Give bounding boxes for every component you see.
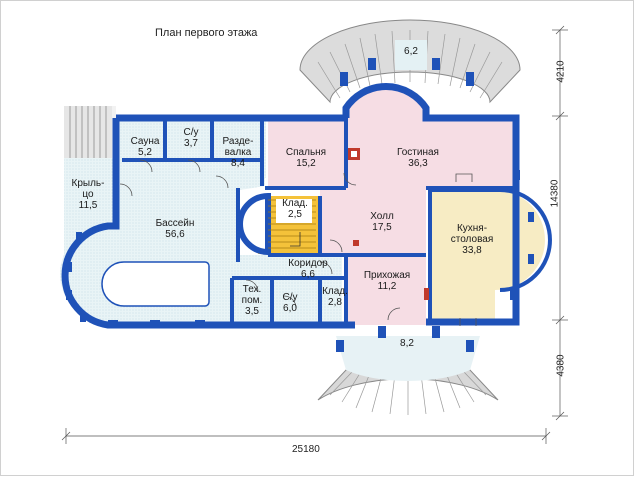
dimension-width: 25180: [292, 444, 320, 455]
room-area: 11,5: [78, 200, 98, 211]
room-hall: Холл 17,5: [358, 211, 406, 233]
room-name: Холл: [370, 211, 394, 222]
terrace-top-area: 6,2: [396, 46, 426, 57]
room-name: Сауна: [130, 136, 160, 147]
bedroom-floor: [268, 118, 346, 188]
room-pool: Бассейн 56,6: [140, 218, 210, 240]
spiral-stair: [237, 192, 320, 256]
room-area: 15,2: [296, 158, 316, 169]
door-swings: [119, 159, 401, 321]
room-name: Бассейн: [155, 218, 195, 229]
room-area: 11,2: [377, 281, 397, 292]
partitions: [122, 118, 552, 325]
room-name: пом.: [241, 295, 263, 306]
room-wc-2: С/у 6,0: [275, 292, 305, 314]
room-name: Спальня: [285, 147, 327, 158]
room-changing: Разде- валка 8,4: [216, 136, 260, 169]
room-name: Гостиная: [397, 147, 439, 158]
kitchen-floor: [430, 190, 545, 322]
room-entrance: Прихожая 11,2: [352, 270, 422, 292]
room-area: 8,4: [231, 158, 245, 169]
dimension-depth: 14380: [549, 179, 561, 208]
room-name: Тех.: [242, 284, 262, 295]
bottom-porch: [317, 336, 499, 415]
walls: [61, 83, 520, 329]
room-living: Гостиная 36,3: [378, 147, 458, 169]
room-name: Клад.: [322, 286, 348, 297]
room-wc-1: С/у 3,7: [174, 127, 208, 149]
room-storage-2: Клад. 2,8: [322, 286, 348, 308]
room-area: 56,6: [165, 229, 185, 240]
dimension-lines: [61, 25, 568, 444]
room-sauna: Сауна 5,2: [128, 136, 162, 158]
dimension-top: 4210: [555, 60, 567, 83]
room-name: Клад.: [282, 198, 308, 209]
room-kitchen: Кухня- столовая 33,8: [434, 223, 510, 256]
room-name: цо: [82, 189, 94, 200]
room-name: С/у: [282, 292, 298, 303]
room-bedroom: Спальня 15,2: [280, 147, 332, 169]
left-porch: [64, 106, 116, 256]
fireplace: [348, 148, 429, 300]
room-name: валка: [224, 147, 252, 158]
room-storage-1: Клад. 2,5: [276, 198, 314, 220]
room-area: 2,8: [328, 297, 342, 308]
plan-title: План первого этажа: [155, 27, 258, 39]
room-area: 36,3: [408, 158, 428, 169]
room-area: 17,5: [372, 222, 392, 233]
room-area: 6,6: [301, 269, 315, 280]
pool-basin: [101, 261, 210, 307]
room-name: Коридор: [288, 258, 328, 269]
room-area: 33,8: [462, 245, 482, 256]
room-corridor: Коридор 6,6: [276, 258, 340, 280]
room-area: 8,2: [400, 338, 414, 349]
window-blocks: [66, 58, 534, 352]
room-area: 3,5: [245, 306, 259, 317]
porch-bottom-area: 8,2: [392, 338, 422, 349]
room-name: Кухня-: [456, 223, 488, 234]
room-tech: Тех. пом. 3,5: [234, 284, 270, 317]
room-name: столовая: [450, 234, 494, 245]
room-porch-left: Крыль- цо 11,5: [62, 178, 114, 211]
room-name: Разде-: [222, 136, 254, 147]
room-area: 3,7: [184, 138, 198, 149]
room-area: 6,0: [283, 303, 297, 314]
room-name: Крыль-: [71, 178, 105, 189]
room-area: 6,2: [404, 46, 418, 57]
room-name: С/у: [183, 127, 199, 138]
room-area: 2,5: [288, 209, 302, 220]
dimension-bottom: 4380: [555, 354, 567, 377]
room-name: Прихожая: [363, 270, 411, 281]
room-area: 5,2: [138, 147, 152, 158]
